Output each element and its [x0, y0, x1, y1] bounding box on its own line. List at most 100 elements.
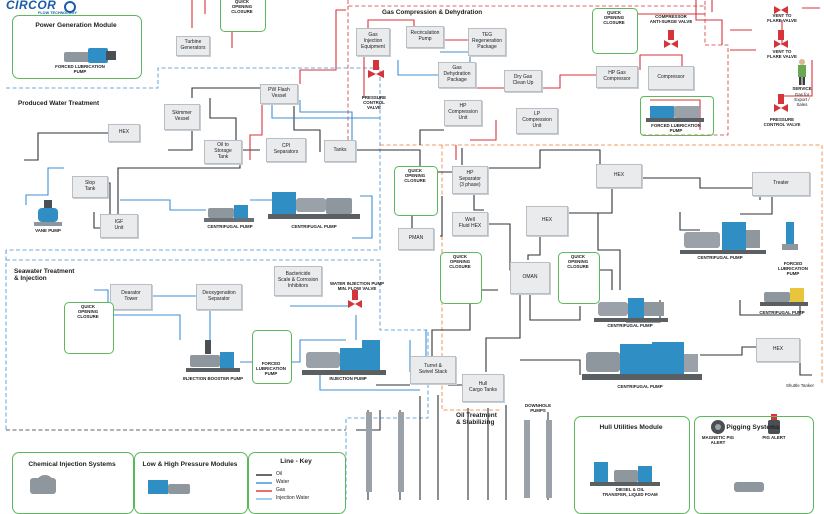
anti-surge-valve	[664, 30, 678, 48]
centrifugal-pump-large	[268, 192, 360, 219]
line-key-strokes	[256, 474, 272, 500]
vent-valve-1	[774, 6, 788, 14]
dry-gas-box: Dry Gas Clean Up	[504, 70, 542, 92]
oil-title: Oil Treatment & Stabilizing	[456, 412, 497, 427]
forced-lube-stack-label: FORCED LUBRICATION PUMP	[778, 261, 808, 276]
linekey-title: Line - Key	[280, 458, 312, 465]
oman-box: OMAN	[510, 262, 550, 294]
vent-valve-2	[774, 30, 788, 48]
hp-separator-box: HP Separator (3 phase)	[452, 166, 488, 194]
shuttle-tanker-label: Shuttle Tanker	[786, 383, 814, 388]
qoc-bubble-gas	[592, 8, 638, 54]
forced-lube-pump-gas	[646, 106, 704, 122]
power-module-title: Power Generation Module	[35, 22, 117, 29]
igf-unit-box: IGF Unit	[100, 214, 138, 238]
injection-pump	[302, 340, 386, 375]
water-injection-valve-label: WATER INJECTION PUMP MIN. FLOW VALVE	[329, 281, 385, 291]
centrifugal-oil4-label: CENTRIFUGAL PUMP	[617, 384, 663, 389]
qoc-bubble-top	[220, 0, 266, 32]
deaerator-box: Dearator Tower	[110, 284, 152, 310]
centrifugal-large-label: CENTRIFUGAL PUMP	[291, 224, 337, 229]
forced-lube-box-gas	[640, 96, 714, 136]
hull-module-title: Hull Utilities Module	[599, 424, 663, 431]
pressure-control-label-2: PRESSURE CONTROL VALVE	[763, 117, 801, 127]
seawater-border	[6, 259, 429, 500]
injection-booster-label: INJECTION BOOSTER PUMP	[182, 376, 244, 381]
pman-box: PMAN	[398, 228, 434, 250]
qoc-label-oil1: QUICK OPENING CLOSURE	[404, 168, 426, 183]
qoc-bubble-oil3	[558, 252, 600, 304]
vent2-label: VENT TO FLARE VALVE	[767, 49, 797, 59]
vent1-label: VENT TO FLARE VALVE	[767, 13, 797, 23]
hp-gas-compressor-box: HP Gas Compressor	[596, 66, 638, 88]
centrifugal-pump-oil-4	[582, 342, 702, 380]
forced-lube-pump-stack	[782, 222, 798, 250]
oil-storage-box: Oil to Storage Tank	[204, 140, 242, 164]
centrifugal-oil2-label: CENTRIFUGAL PUMP	[759, 310, 805, 315]
downhole-pumps-label: DOWNHOLE PUMPS	[524, 403, 552, 413]
pw-flash-box: PW Flash Vessel	[260, 84, 298, 104]
water-injection-valve	[348, 290, 362, 308]
hull-pump	[590, 462, 660, 486]
injection-pump-label: INJECTION PUMP	[329, 376, 367, 381]
gas-section-border	[347, 0, 706, 7]
forced-lube-gas-label: FORCED LUBRICATION PUMP	[651, 123, 701, 133]
forced-lube-pump-power	[64, 48, 116, 63]
centrifugal-oil3-label: CENTRIFUGAL PUMP	[607, 323, 653, 328]
treater-box: Treater	[752, 172, 810, 196]
slop-tank-box: Slop Tank	[72, 176, 108, 198]
pressure-control-label: PRESSURE CONTROL VALVE	[361, 95, 387, 110]
key-injection-water: Injection Water	[276, 495, 310, 501]
qoc-bubble-oil2	[440, 252, 482, 304]
qoc-bubble-sea	[64, 302, 114, 354]
tanks-box: Tanks	[324, 140, 356, 162]
cpi-separators-box: CPI Separators	[266, 138, 306, 162]
deoxygenation-box: Deoxygenation Separator	[196, 284, 242, 310]
brand-logo: CIRCOR FLOW TECHNOLOGY	[0, 0, 78, 18]
compressor-box: Compressor	[648, 66, 694, 90]
key-water: Water	[276, 479, 290, 485]
hp-compression-box: HP Compression Unit	[444, 100, 482, 126]
key-oil: Oil	[276, 471, 283, 477]
produced-water-border	[6, 67, 381, 251]
qoc-label-sea: QUICK OPENING CLOSURE	[77, 304, 99, 319]
gas-export-label: Gas for Export / Sales	[794, 92, 810, 107]
hull-cargo-box: Hull Cargo Tanks	[462, 374, 504, 402]
lowhigh-module-title: Low & High Pressure Modules	[142, 461, 238, 468]
hex-right-box: HEX	[756, 338, 800, 362]
gas-dehydration-box: Gas Dehydration Package	[438, 62, 476, 88]
oil-section-border	[380, 144, 823, 385]
magnetic-pig-label: MAGNETIC PIG ALERT	[701, 435, 735, 445]
power-module-box	[12, 15, 142, 79]
centrifugal-pump-oil-3	[594, 298, 668, 322]
pig-alert-label: PIG ALERT	[762, 435, 786, 440]
forced-lube-bubble-sea	[252, 330, 292, 384]
forced-lube-label-sea: FORCED LUBRICATION PUMP	[256, 361, 286, 376]
centrifugal-pump-oil-2	[760, 288, 808, 306]
diesel-label: DIESEL & OIL TRANSFER, LIQUID FOAM	[602, 487, 658, 497]
vane-pump	[34, 200, 62, 226]
hex-pw-box: HEX	[108, 124, 140, 142]
seawater-title: Seawater Treatment & Injection	[14, 268, 75, 283]
service-person-icon	[798, 59, 806, 85]
brand-name: CIRCOR	[6, 0, 57, 12]
bactericide-box: Bactericide Scale & Corrosion Inhibitors	[274, 266, 322, 296]
turbine-generators-box: Turbine Generators	[176, 36, 210, 56]
pressure-control-valve	[368, 60, 384, 78]
well-fluid-hex-box: Well Fluid HEX	[452, 212, 488, 236]
turret-box: Turret & Swivel Stack	[410, 356, 456, 384]
qoc-bubble-oil1	[394, 166, 438, 216]
hex-mid-box: HEX	[526, 206, 568, 236]
produced-water-title: Produced Water Treatment	[18, 100, 100, 107]
pressure-control-valve-2	[774, 94, 788, 112]
magnetic-pig-alert-icon	[711, 420, 725, 434]
lp-compression-box: LP Compression Unit	[516, 108, 558, 134]
vane-pump-label: VANE PUMP	[35, 228, 61, 233]
gas-title: Gas Compression & Dehydration	[382, 9, 483, 16]
power-pump-label: FORCED LUBRICATION PUMP	[55, 64, 105, 74]
pig-launcher-icon	[734, 482, 764, 492]
hex-oil-box: HEX	[596, 164, 642, 188]
qoc-label-top: QUICK OPENING CLOSURE	[231, 0, 253, 14]
qoc-label-gas: QUICK OPENING CLOSURE	[603, 10, 625, 25]
chemical-module-title: Chemical Injection Systems	[28, 461, 116, 468]
